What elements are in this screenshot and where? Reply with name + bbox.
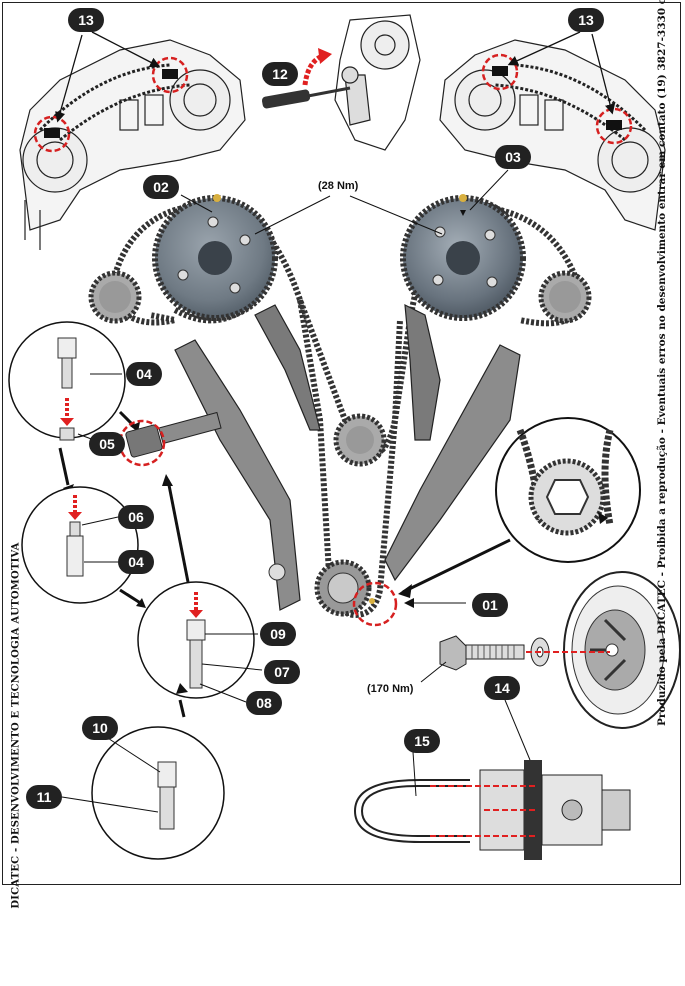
callout-07: 07 [264,660,300,684]
diagram-frame [2,2,681,885]
sprocket-icon [88,270,592,467]
pulley-icon [563,571,681,729]
callout-04: 04 [126,362,162,386]
highlight-circle [595,107,633,145]
right-camshaft-sprocket [400,194,526,321]
highlight-circle [33,115,71,153]
highlight-circle [481,53,519,91]
callout-03: 03 [495,145,531,169]
left-camshaft-sprocket [152,194,278,321]
crank-detail-inset [495,417,641,563]
rotation-arrow [302,52,326,86]
chain-guides [174,303,521,611]
highlight-circle [151,56,189,94]
callout-13: 13 [568,8,604,32]
retaining-clip-icon [353,779,470,843]
callout-13: 13 [68,8,104,32]
bolt-icon [439,635,525,671]
callout-06: 06 [118,505,154,529]
callout-09: 09 [260,622,296,646]
detail-inset-10-11 [91,726,225,860]
callout-15: 15 [404,729,440,753]
detail-inset-07-08-09 [137,581,255,699]
crankshaft-sprocket [314,559,372,617]
callout-12: 12 [262,62,298,86]
callout-11: 11 [26,785,62,809]
callout-04: 04 [118,550,154,574]
callout-02: 02 [143,175,179,199]
detail-inset-04-05 [8,321,126,441]
screwdriver-icon [261,86,351,109]
callout-10: 10 [82,716,118,740]
diagram-artwork [8,14,681,860]
callout-14: 14 [484,676,520,700]
torque-label-camshaft: (28 Nm) [318,180,359,192]
timing-chain-diagram: 01 02 03 04 04 05 06 07 08 09 10 11 12 1… [2,0,681,909]
callout-01: 01 [472,593,508,617]
side-text-left: DICATEC - DESENVOLVIMENTO E TECNOLOGIA A… [10,542,22,909]
tensioner-icon [125,411,222,458]
callout-08: 08 [246,691,282,715]
highlight-circle [352,581,398,627]
callout-05: 05 [89,432,125,456]
detail-inset-06-04 [21,486,139,604]
tensioner-sketch [334,14,421,151]
torque-label-crankshaft: (170 Nm) [367,683,414,695]
side-text-right: Produzido pela DICATEC - Proibida a repr… [656,0,668,726]
